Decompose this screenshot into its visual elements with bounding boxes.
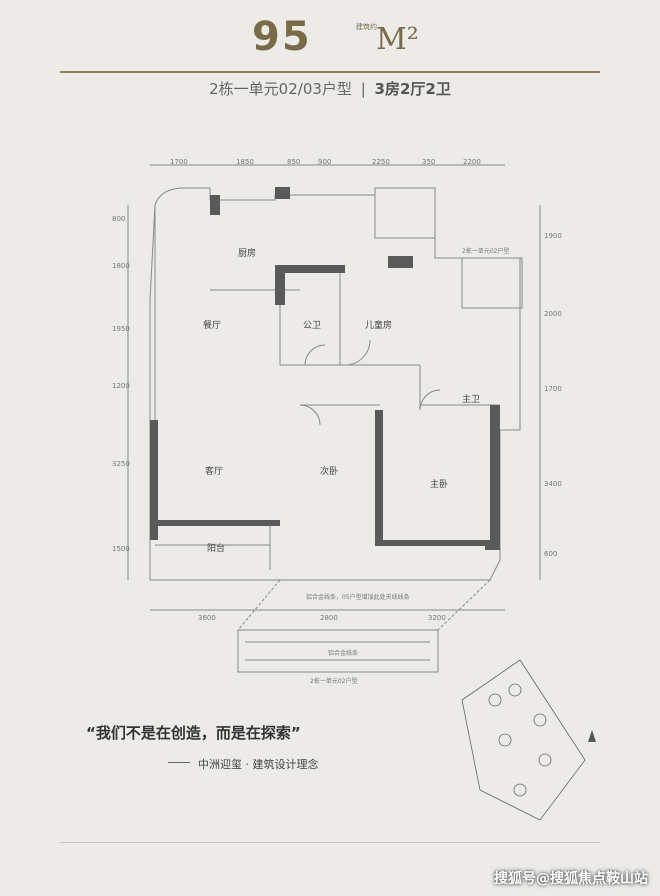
subtitle-separator: |	[360, 80, 366, 98]
dim-right-5: 600	[544, 550, 558, 558]
dim-top-2: 1850	[236, 158, 254, 166]
design-quote: “我们不是在创造，而是在探索”	[86, 724, 301, 742]
header-divider	[60, 71, 600, 73]
dim-right-1: 1900	[544, 232, 562, 240]
room-living: 客厅	[205, 467, 224, 477]
tagline-dash	[168, 762, 190, 763]
dim-right-2: 2000	[544, 310, 562, 318]
dim-left-4: 1200	[112, 382, 130, 390]
note-inset-top: 2栋一单元02户型	[462, 248, 510, 255]
dim-left-3: 1950	[112, 325, 130, 333]
room-master-bed: 主卧	[430, 480, 449, 490]
dim-left-5: 3250	[112, 460, 130, 468]
dim-right-3: 1700	[544, 385, 562, 393]
dim-bottom-2: 2800	[320, 614, 338, 622]
room-kitchen: 厨房	[238, 249, 257, 259]
dim-top-3: 850	[287, 158, 301, 166]
dim-left-1: 800	[112, 215, 126, 223]
note-aluminum: 铝合金线条，05户型增加此处天线线条	[306, 594, 410, 601]
dim-left-6: 1500	[112, 545, 130, 553]
room-dining: 餐厅	[203, 321, 222, 331]
room-master-bath: 主卫	[462, 395, 481, 405]
unit-layout: 3房2厅2卫	[374, 80, 451, 98]
dim-top-5: 2250	[372, 158, 390, 166]
room-public-bath: 公卫	[303, 321, 322, 331]
note-aluminum-bottom: 铝合金线条	[328, 650, 359, 657]
dim-left-2: 1800	[112, 262, 130, 270]
dim-right-4: 3400	[544, 480, 562, 488]
unit-subtitle: 2栋一单元02/03户型 | 3房2厅2卫	[0, 78, 660, 99]
unit-name: 2栋一单元02/03户型	[209, 80, 352, 98]
dim-top-1: 1700	[170, 158, 188, 166]
room-kids: 儿童房	[365, 321, 393, 331]
area-number: 95	[252, 14, 312, 60]
dim-top-6: 350	[422, 158, 436, 166]
source-watermark: 搜狐号@搜狐焦点鞍山站	[494, 871, 648, 887]
area-unit: M²	[376, 22, 419, 57]
dim-bottom-3: 3200	[428, 614, 446, 622]
dim-top-4: 900	[318, 158, 332, 166]
design-tagline: 中洲迎玺 · 建筑设计理念	[198, 758, 319, 771]
dim-top-7: 2200	[463, 158, 481, 166]
note-inset-bottom: 2栋一单元02户型	[310, 678, 358, 685]
room-second-bed: 次卧	[320, 467, 339, 477]
area-qualifier: 建筑约	[356, 23, 377, 31]
room-balcony: 阳台	[207, 544, 226, 554]
dim-bottom-1: 3600	[198, 614, 216, 622]
footer-divider	[60, 842, 600, 843]
